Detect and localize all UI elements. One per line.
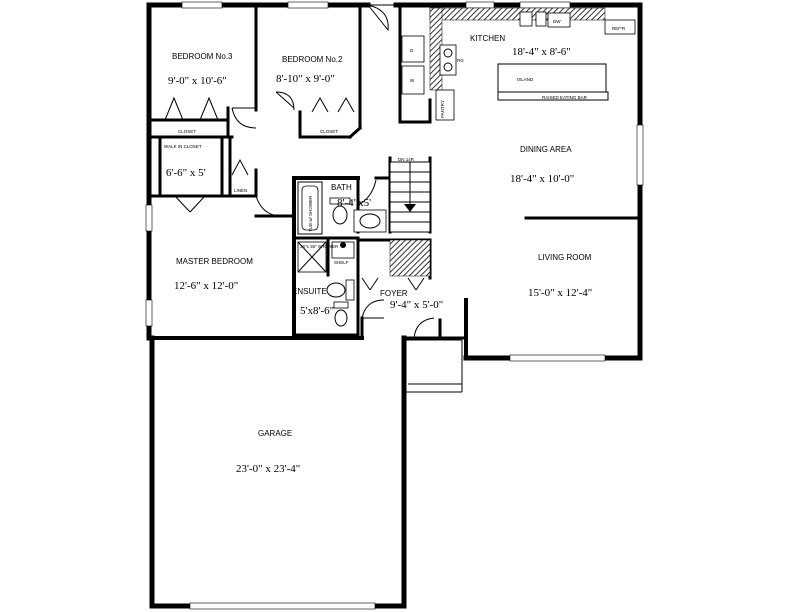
kitchen-name: KITCHEN — [470, 34, 505, 43]
closet-right-label: CLOSET — [320, 129, 338, 134]
garage-name: GARAGE — [258, 429, 292, 438]
ensuite-name: ENSUITE — [292, 287, 327, 296]
washer-label: W — [410, 78, 415, 83]
master-bedroom-size: 12'-6" x 12'-0" — [174, 280, 238, 292]
bath-name: BATH — [331, 183, 352, 192]
living-size: 15'-0" x 12'-4" — [528, 287, 592, 299]
pantry-label: PANTRY — [440, 100, 445, 118]
range-label: RG — [457, 58, 464, 63]
walkin-closet-name: WALK IN CLOSET — [164, 144, 202, 149]
room-labels: BEDROOM No.3 9'-0" x 10'-6" BEDROOM No.2… — [164, 34, 592, 475]
walkin-closet-size: 6'-6" x 5' — [166, 167, 206, 179]
ensuite-size: 5'x8'-6" — [300, 305, 334, 317]
linen-label: LINEN — [234, 188, 247, 193]
dining-name: DINING AREA — [520, 145, 572, 154]
closet-doors — [164, 96, 355, 176]
island-label: ISLAND — [517, 77, 534, 82]
tub-shower-label: TUB w/ SHOWER — [308, 195, 313, 232]
shelf-label: SHELF — [334, 260, 349, 265]
fixture-labels: ISLAND RAISED EATING BAR PANTRY REF'R DW… — [398, 19, 626, 162]
refrigerator-label: REF'R — [612, 26, 626, 31]
kitchen-size: 18'-4" x 8'-6" — [512, 46, 571, 58]
bedroom3-name: BEDROOM No.3 — [172, 52, 233, 61]
kitchen-fixtures — [401, 7, 636, 121]
closet-left-label: CLOSET — [178, 129, 196, 134]
bedroom2-size: 8'-10" x 9'-0" — [276, 73, 335, 85]
bedroom3-size: 9'-0" x 10'-6" — [168, 75, 227, 87]
bedroom2-name: BEDROOM No.2 — [282, 55, 343, 64]
ensuite-shower-label: 36"x 36" SHOWER — [300, 244, 339, 249]
garage-size: 23'-0" x 23'-4" — [236, 463, 300, 475]
bath-fixtures — [297, 181, 387, 327]
foyer-name: FOYER — [380, 289, 408, 298]
dining-size: 18'-4" x 10'-0" — [510, 173, 574, 185]
raised-bar-label: RAISED EATING BAR — [542, 95, 588, 100]
doors — [174, 4, 440, 339]
windows — [145, 1, 644, 610]
dryer-label: D — [410, 48, 414, 53]
living-name: LIVING ROOM — [538, 253, 592, 262]
dishwasher-label: DW — [553, 19, 561, 24]
bath-size: 8'-4"x5' — [337, 197, 371, 209]
stairs — [389, 161, 431, 277]
foyer-size: 9'-4" x 5'-0" — [390, 299, 443, 311]
master-bedroom-name: MASTER BEDROOM — [176, 257, 253, 266]
stair-down-label: DN 14R — [398, 157, 415, 162]
